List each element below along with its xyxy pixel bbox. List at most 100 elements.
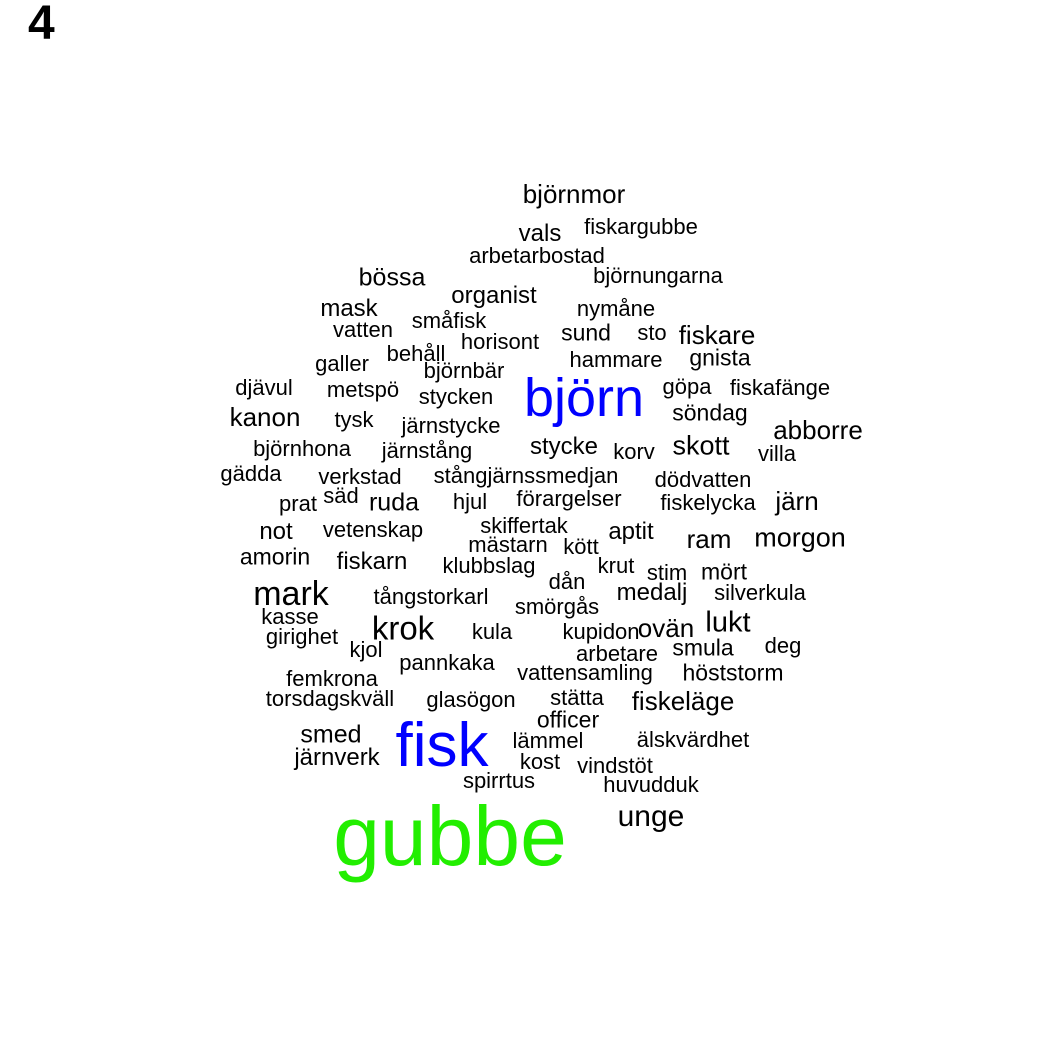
word-mark: mark bbox=[253, 575, 329, 613]
word-horisont: horisont bbox=[460, 329, 540, 354]
word-vetenskap: vetenskap bbox=[322, 517, 424, 542]
word-kula: kula bbox=[471, 619, 513, 644]
word-amorin: amorin bbox=[239, 543, 311, 570]
word-nymane: nymåne bbox=[576, 296, 656, 321]
word-aptit: aptit bbox=[608, 518, 654, 545]
word-ovan: ovän bbox=[637, 613, 695, 643]
word-stycke: stycke bbox=[529, 433, 599, 460]
word-sto: sto bbox=[637, 320, 667, 345]
word-mask: mask bbox=[320, 295, 378, 322]
word-fiskafange: fiskafänge bbox=[729, 375, 831, 400]
word-glasogon: glasögon bbox=[426, 687, 516, 712]
word-bjorn: björn bbox=[523, 368, 645, 428]
word-girighet: girighet bbox=[265, 624, 339, 649]
word-officer: officer bbox=[536, 706, 600, 733]
word-verkstad: verkstad bbox=[318, 464, 402, 489]
word-hoststorm: höststorm bbox=[682, 659, 784, 686]
word-morgon: morgon bbox=[754, 522, 846, 553]
word-vattensamling: vattensamling bbox=[517, 660, 653, 685]
word-galler: galler bbox=[315, 351, 369, 376]
word-alskvardhet: älskvärdhet bbox=[636, 727, 750, 752]
word-arbetarbostad: arbetarbostad bbox=[469, 243, 605, 268]
word-lammel: lämmel bbox=[512, 728, 584, 753]
word-statta: stätta bbox=[550, 685, 604, 710]
word-skiffertak: skiffertak bbox=[480, 513, 568, 538]
word-smorgas: smörgås bbox=[514, 594, 600, 619]
word-dan: dån bbox=[548, 569, 586, 594]
word-fiskare: fiskare bbox=[678, 320, 756, 350]
word-fiskelycka: fiskelycka bbox=[660, 490, 756, 515]
word-unge: unge bbox=[617, 800, 685, 833]
word-dodvatten: dödvatten bbox=[654, 467, 752, 492]
word-fiskargubbe: fiskargubbe bbox=[584, 214, 698, 239]
word-organist: organist bbox=[451, 282, 537, 309]
word-fiskelage: fiskeläge bbox=[631, 686, 735, 716]
word-korv: korv bbox=[613, 439, 655, 464]
word-huvudduk: huvudduk bbox=[603, 772, 699, 797]
word-jarnstang: järnstång bbox=[381, 438, 473, 463]
word-bossa: bössa bbox=[358, 263, 426, 292]
word-silverkula: silverkula bbox=[714, 580, 806, 605]
word-smafisk: småfisk bbox=[411, 308, 487, 333]
word-fiskarn: fiskarn bbox=[336, 548, 408, 575]
word-mastarn: mästarn bbox=[468, 532, 548, 557]
word-stycken: stycken bbox=[418, 384, 494, 409]
word-gopa: göpa bbox=[662, 374, 712, 399]
word-kasse: kasse bbox=[261, 604, 319, 629]
word-tangstorkarl: tångstorkarl bbox=[373, 584, 489, 609]
word-krut: krut bbox=[597, 553, 635, 578]
word-gubbe: gubbe bbox=[333, 789, 567, 883]
word-jarnstycke: järnstycke bbox=[401, 413, 501, 438]
word-stim: stim bbox=[646, 560, 688, 585]
word-klubbslag: klubbslag bbox=[442, 553, 536, 578]
word-smula: smula bbox=[672, 634, 734, 661]
word-fisk: fisk bbox=[395, 711, 489, 780]
word-kupidon: kupidon bbox=[562, 619, 640, 644]
word-vals: vals bbox=[518, 220, 562, 247]
word-jarn: järn bbox=[775, 486, 819, 516]
word-djavul: djävul bbox=[235, 375, 293, 400]
word-bjornungarna: björnungarna bbox=[593, 263, 723, 288]
word-medalj: medalj bbox=[616, 579, 688, 606]
word-pannkaka: pannkaka bbox=[399, 650, 495, 675]
word-gadda: gädda bbox=[220, 461, 282, 486]
word-vindstot: vindstöt bbox=[577, 753, 653, 778]
word-krok: krok bbox=[371, 609, 435, 647]
word-behall: behåll bbox=[386, 341, 446, 366]
word-forargelser: förargelser bbox=[516, 486, 622, 511]
word-deg: deg bbox=[764, 633, 802, 658]
word-stangjarnssmedjan: stångjärnssmedjan bbox=[433, 463, 619, 488]
word-spirrtus: spirrtus bbox=[462, 768, 536, 793]
word-abborre: abborre bbox=[773, 415, 863, 445]
word-metspo: metspö bbox=[326, 377, 400, 402]
word-sondag: söndag bbox=[672, 399, 748, 426]
word-hammare: hammare bbox=[569, 347, 663, 372]
word-vatten: vatten bbox=[333, 317, 393, 342]
word-femkrona: femkrona bbox=[286, 666, 378, 691]
word-torsdagskvall: torsdagskväll bbox=[265, 686, 395, 711]
word-prat: prat bbox=[279, 491, 317, 516]
panel-label: 4 bbox=[28, 0, 55, 50]
word-smed: smed bbox=[300, 720, 362, 749]
word-jarnverk: järnverk bbox=[294, 744, 380, 771]
word-skott: skott bbox=[672, 430, 730, 461]
word-arbetare: arbetare bbox=[576, 641, 658, 666]
word-bjornhona: björnhona bbox=[253, 436, 351, 461]
word-lukt: lukt bbox=[705, 606, 751, 639]
word-kott: kött bbox=[563, 534, 599, 559]
word-sad: säd bbox=[323, 483, 359, 508]
word-bjornmor: björnmor bbox=[522, 179, 626, 209]
word-kjol: kjol bbox=[349, 637, 383, 662]
word-ram: ram bbox=[686, 524, 732, 554]
word-not: not bbox=[259, 518, 293, 545]
word-kost: kost bbox=[519, 749, 561, 774]
word-mort: mört bbox=[701, 558, 747, 585]
word-hjul: hjul bbox=[452, 489, 488, 514]
word-kanon: kanon bbox=[229, 402, 301, 432]
word-ruda: ruda bbox=[368, 488, 420, 517]
word-tysk: tysk bbox=[334, 407, 374, 432]
word-bjornbar: björnbär bbox=[423, 358, 505, 383]
word-villa: villa bbox=[758, 441, 796, 466]
word-sund: sund bbox=[561, 319, 611, 346]
